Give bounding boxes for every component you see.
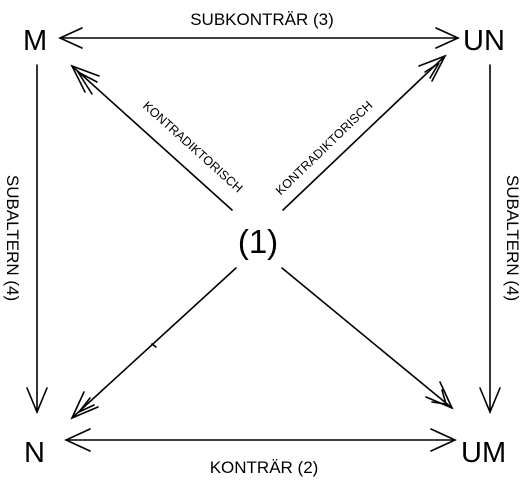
right-arrow (479, 64, 501, 415)
diagonal-arrow-to-n (70, 267, 237, 420)
corner-label-bottom-right: UM (461, 437, 506, 469)
center-label: (1) (238, 223, 278, 260)
bottom-arrow (64, 428, 457, 452)
diagonal-arrow-to-m (70, 64, 233, 211)
diagonal-arrow-to-um (281, 267, 454, 410)
edge-label-top: SUBKONTRÄR (3) (190, 10, 334, 29)
corner-label-top-left: M (23, 25, 47, 57)
diagonal-label-right: KONTRADIKTORISCH (273, 98, 375, 198)
corner-label-bottom-left: N (24, 437, 45, 469)
edge-label-bottom: KONTRÄR (2) (210, 458, 319, 477)
diagonal-label-left: KONTRADIKTORISCH (140, 99, 245, 196)
edge-label-left: SUBALTERN (4) (3, 175, 22, 301)
left-arrow (26, 64, 48, 415)
edge-label-right: SUBALTERN (4) (503, 175, 522, 301)
diagonal-arrow-to-un (282, 54, 447, 211)
top-arrow (58, 27, 460, 49)
corner-label-top-right: UN (463, 25, 505, 57)
